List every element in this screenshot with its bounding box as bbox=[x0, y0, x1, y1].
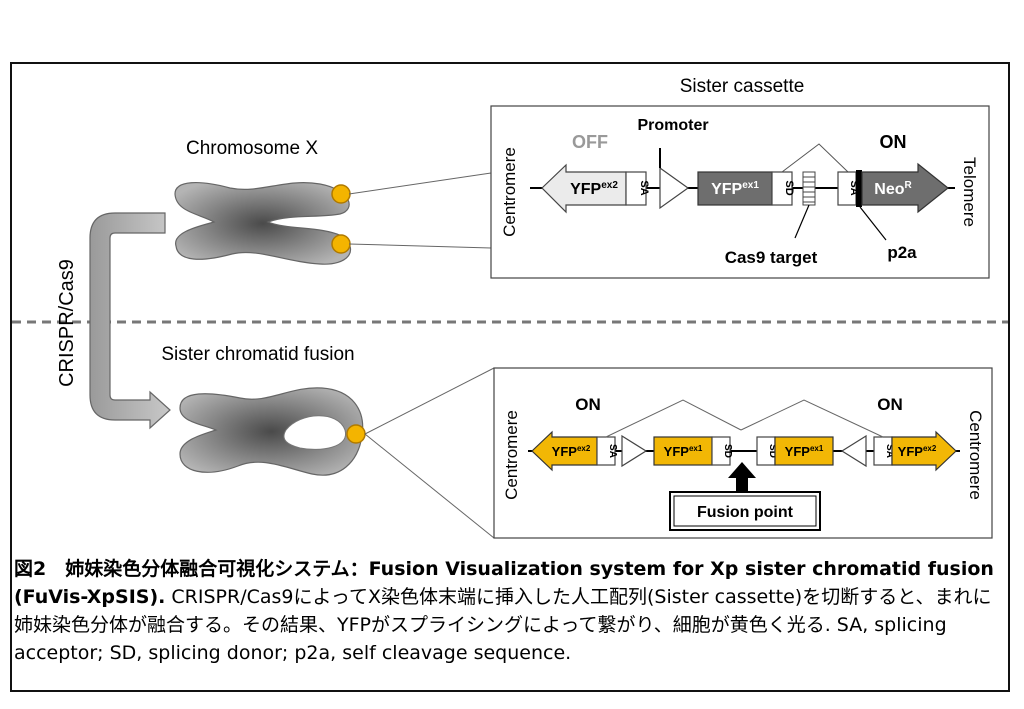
svg-text:NeoR: NeoR bbox=[874, 180, 912, 198]
svg-text:YFPex1: YFPex1 bbox=[664, 444, 703, 459]
yfp-ex1-label: YFP bbox=[711, 181, 742, 198]
promoter-triangle-right bbox=[840, 434, 867, 468]
neo-r-arrow bbox=[861, 162, 949, 214]
svg-text:YFPex2: YFPex2 bbox=[570, 180, 618, 198]
svg-text:YFPex1: YFPex1 bbox=[711, 180, 759, 198]
yfp-ex2-sup: ex2 bbox=[601, 180, 618, 191]
p2a-bar bbox=[856, 170, 862, 207]
yfp-ex1-left-label: YFP bbox=[664, 444, 690, 459]
svg-text:YFPex2: YFPex2 bbox=[552, 444, 591, 459]
sd-box-left bbox=[711, 436, 731, 466]
on-label-top: ON bbox=[880, 132, 907, 152]
cas9-target-marker bbox=[802, 171, 816, 206]
fusion-point-box bbox=[669, 491, 821, 531]
svg-text:YFPex2: YFPex2 bbox=[898, 444, 937, 459]
chromosome-x-icon bbox=[174, 182, 352, 265]
sa-label-1: SA bbox=[638, 180, 650, 195]
sa-box-1 bbox=[625, 171, 647, 206]
centromere-label-bottom-left: Centromere bbox=[502, 410, 521, 500]
p2a-pointer bbox=[859, 206, 887, 241]
figure-caption: 図2 姉妹染色分体融合可視化システム：Fusion Visualization … bbox=[14, 555, 1004, 667]
svg-text:SA: SA bbox=[607, 444, 618, 458]
svg-text:SD: SD bbox=[722, 444, 733, 458]
crispr-arrow bbox=[89, 212, 171, 430]
neo-sup: R bbox=[905, 180, 913, 191]
yfp-ex1-left-box bbox=[653, 436, 713, 466]
svg-text:SA: SA bbox=[884, 444, 895, 458]
zoom-line bbox=[364, 433, 495, 539]
zoom-line bbox=[348, 172, 492, 195]
svg-text:SD: SD bbox=[767, 444, 778, 458]
sd-label: SD bbox=[783, 180, 795, 195]
zoom-line bbox=[364, 367, 495, 435]
neo-label: Neo bbox=[874, 181, 904, 198]
centromere-label-bottom-right: Centromere bbox=[966, 410, 985, 500]
fusion-label: Sister chromatid fusion bbox=[161, 344, 354, 365]
yfp-ex2-right-arrow bbox=[891, 430, 957, 472]
fused-telomere-dot bbox=[346, 424, 366, 444]
cas9-pointer bbox=[794, 204, 810, 239]
yfp-ex2-left-label: YFP bbox=[552, 444, 578, 459]
cas9-target-label: Cas9 target bbox=[725, 248, 818, 267]
p2a-label: p2a bbox=[887, 243, 917, 262]
telomere-dot-bottom bbox=[331, 234, 351, 254]
svg-text:YFPex1: YFPex1 bbox=[785, 444, 824, 459]
on-label-bottom-left: ON bbox=[575, 395, 601, 414]
figure-frame bbox=[10, 62, 1010, 692]
fusion-point-arrow bbox=[728, 462, 756, 493]
sister-cassette-title: Sister cassette bbox=[680, 76, 805, 97]
splice-connector-top bbox=[781, 143, 849, 173]
telomere-label: Telomere bbox=[960, 157, 979, 227]
splice-connector-left bbox=[605, 399, 742, 438]
fused-chromosome-icon bbox=[179, 387, 366, 476]
chromosome-x-label: Chromosome X bbox=[186, 138, 318, 159]
caption-text: CRISPR/Cas9によってX染色体末端に挿入した人工配列(Sister ca… bbox=[14, 586, 992, 664]
yfp-ex1-right-label: YFP bbox=[785, 444, 811, 459]
telomere-dot-top bbox=[331, 184, 351, 204]
centromere-label-top: Centromere bbox=[500, 147, 519, 237]
promoter-triangle-left bbox=[621, 434, 648, 468]
yfp-ex2-right-label: YFP bbox=[898, 444, 924, 459]
yfp-ex1-sup: ex1 bbox=[742, 180, 759, 191]
splice-connector-right bbox=[740, 399, 884, 438]
caption-bold: 図2 姉妹染色分体融合可視化システム：Fusion Visualization … bbox=[14, 558, 994, 608]
yfp-ex2-label: YFP bbox=[570, 181, 601, 198]
fusion-point-label: Fusion point bbox=[697, 504, 794, 521]
zoom-line bbox=[348, 243, 492, 249]
promoter-label: Promoter bbox=[637, 117, 708, 134]
off-label: OFF bbox=[572, 132, 608, 152]
promoter-triangle bbox=[659, 166, 690, 210]
on-label-bottom-right: ON bbox=[877, 395, 903, 414]
yfp-ex1-right-box bbox=[774, 436, 834, 466]
crispr-label: CRISPR/Cas9 bbox=[56, 259, 78, 387]
